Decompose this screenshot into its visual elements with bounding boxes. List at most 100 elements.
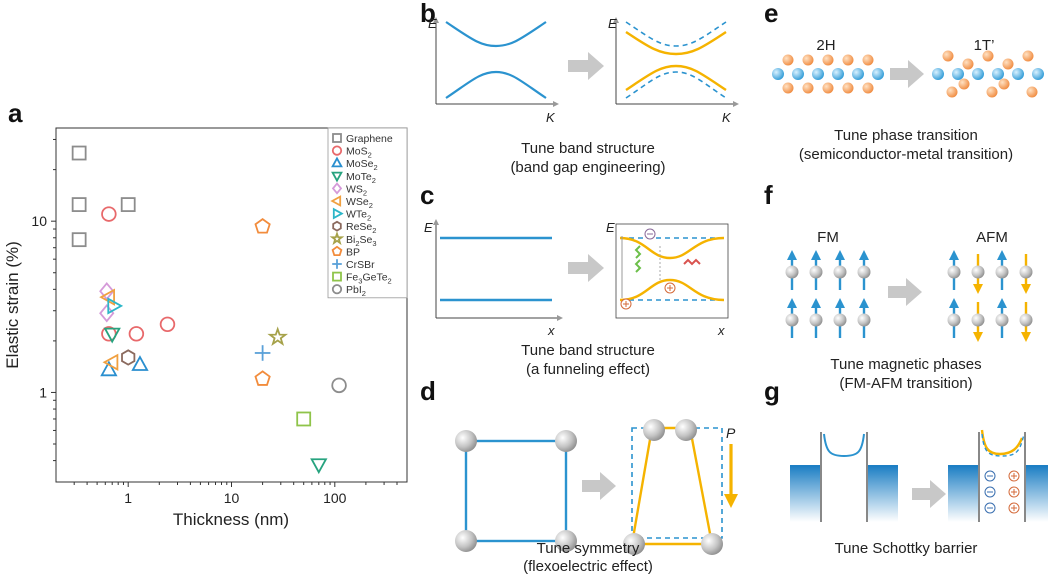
f-fm-spin-lattice: [785, 250, 871, 338]
b-right-original-cb: [625, 21, 727, 47]
legend-entry: MoTe2: [346, 171, 376, 185]
data-point-wse: [102, 353, 119, 371]
legend-entry: Bi2Se3: [346, 234, 377, 248]
chalcogen-atom: [802, 54, 814, 66]
chart-y-axis-label: Elastic strain (%): [3, 241, 22, 369]
e-caption-line2: (semiconductor-metal transition): [799, 146, 1013, 163]
panel-d: P: [455, 419, 738, 555]
legend-marker: [331, 171, 343, 183]
x-tick-label: 100: [323, 490, 347, 506]
panel-e-letter: e: [764, 0, 779, 28]
magnetic-atom: [809, 313, 823, 327]
data-point-mos: [159, 316, 176, 333]
data-point-pbi: [331, 377, 347, 394]
d-right-atom: [623, 533, 645, 555]
chalcogen-atom: [998, 78, 1010, 90]
metal-atom: [872, 68, 884, 80]
d-left-atom: [555, 530, 577, 552]
chalcogen-atom: [958, 78, 970, 90]
d-right-atom: [643, 419, 665, 441]
data-point-crsbr: [254, 345, 271, 361]
b-caption-line1: Tune band structure: [521, 140, 655, 157]
legend-entry: Fe3GeTe2: [346, 272, 392, 286]
d-left-atom: [455, 530, 477, 552]
metal-atom: [992, 68, 1004, 80]
data-point-mote: [103, 327, 121, 344]
panel-c: E x E x: [424, 219, 729, 338]
chart-x-axis-label: Thickness (nm): [173, 510, 289, 529]
panel-g: [790, 429, 1048, 522]
data-point-bp: [254, 217, 271, 234]
panel-f: FM AFM: [785, 229, 1033, 342]
magnetic-atom: [995, 313, 1009, 327]
d-left-atom: [555, 430, 577, 452]
data-point-bi: [267, 326, 289, 347]
legend-marker: [331, 182, 343, 195]
legend-marker: [332, 133, 342, 143]
data-point-mos: [101, 206, 117, 222]
d-left-square: [464, 439, 568, 543]
c-caption-line1: Tune band structure: [521, 342, 655, 359]
d-right-atom: [701, 533, 723, 555]
chalcogen-atom: [862, 54, 874, 66]
magnetic-atom: [785, 265, 799, 279]
legend-entry: WTe2: [346, 209, 371, 223]
g-right-strained-barrier: [980, 429, 1024, 456]
magnetic-atom: [947, 313, 961, 327]
legend-entry: PbI2: [346, 284, 366, 298]
metal-atom: [1012, 68, 1024, 80]
c-left-e-label: E: [424, 220, 433, 235]
data-point-mose: [100, 360, 118, 377]
c-right-e-label: E: [606, 220, 615, 235]
b-left-conduction-band: [445, 21, 547, 48]
magnetic-atom: [1019, 265, 1033, 279]
chalcogen-atom: [962, 58, 974, 70]
metal-atom: [952, 68, 964, 80]
data-point-graphene: [71, 145, 87, 161]
b-right-e-label: E: [608, 16, 617, 31]
data-point-graphene: [71, 197, 87, 212]
legend-marker: [331, 145, 343, 156]
chalcogen-atom: [782, 54, 794, 66]
data-point-mos: [128, 326, 145, 342]
b-right-k-label: K: [722, 110, 732, 125]
data-point-ws: [99, 282, 115, 301]
g-left-metal-left: [790, 466, 820, 522]
c-left-x-label: x: [547, 323, 555, 338]
y-tick-label: 10: [31, 213, 47, 229]
magnetic-atom: [1019, 313, 1033, 327]
x-tick-label: 1: [124, 490, 132, 506]
b-left-k-label: K: [546, 110, 556, 125]
data-point-mose: [131, 355, 149, 371]
d-right-atom: [675, 419, 697, 441]
chalcogen-atom: [842, 82, 854, 94]
c-right-funnel-cb: [619, 236, 725, 260]
magnetic-atom: [809, 265, 823, 279]
chalcogen-atom: [822, 82, 834, 94]
f-caption-line1: Tune magnetic phases: [830, 356, 981, 373]
e-transition-arrow: [890, 60, 924, 88]
b-right-original-vb: [625, 71, 727, 99]
d-right-trapezoid: [630, 426, 714, 546]
data-point-ws: [99, 304, 115, 323]
magnetic-atom: [857, 313, 871, 327]
g-negative-charges: [984, 470, 996, 514]
panel-a-letter: a: [8, 98, 23, 128]
f-afm-spin-lattice: [947, 250, 1033, 342]
c-transition-arrow: [568, 254, 604, 282]
metal-atom: [792, 68, 804, 80]
magnetic-atom: [947, 265, 961, 279]
chalcogen-atom: [986, 86, 998, 98]
d-caption-line2: (flexoelectric effect): [523, 558, 653, 574]
legend-marker: [331, 245, 343, 257]
c-caption-line2: (a funneling effect): [526, 361, 650, 378]
metal-atom: [772, 68, 784, 80]
data-point-bp: [254, 370, 271, 386]
e-label-1t: 1T’: [974, 37, 995, 54]
legend-entry: CrSBr: [346, 259, 375, 271]
g-right-metal-left: [948, 466, 978, 522]
chalcogen-atom: [1002, 58, 1014, 70]
legend-marker: [331, 284, 343, 295]
legend-marker: [332, 271, 342, 282]
